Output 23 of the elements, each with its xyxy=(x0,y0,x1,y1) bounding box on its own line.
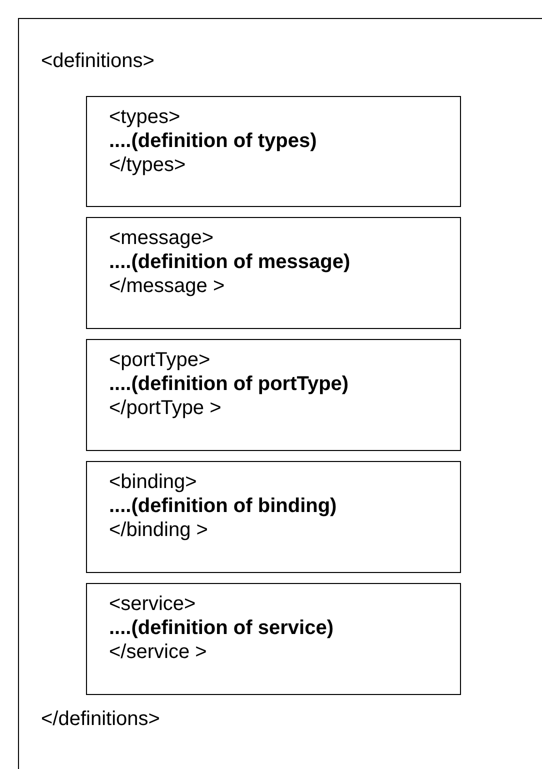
tag-text: </message > xyxy=(109,274,226,298)
tag-text: </binding > xyxy=(109,518,209,542)
element-box xyxy=(86,461,461,573)
tag-text: <message> xyxy=(109,226,215,250)
tag-text: <binding> xyxy=(109,470,198,494)
definition-text: ....(definition of message) xyxy=(109,250,350,274)
tag-text: </types> xyxy=(109,153,187,177)
tag-text: <types> xyxy=(109,105,182,129)
tag-text: <portType> xyxy=(109,348,212,372)
container-box xyxy=(18,18,542,769)
tag-text: </portType > xyxy=(109,396,222,420)
definition-text: ....(definition of binding) xyxy=(109,494,337,518)
element-box xyxy=(86,583,461,695)
definition-text: ....(definition of types) xyxy=(109,129,317,153)
element-box xyxy=(86,339,461,451)
definition-text: ....(definition of service) xyxy=(109,616,334,640)
element-box xyxy=(86,217,461,329)
definition-text: ....(definition of portType) xyxy=(109,372,349,396)
tag-text: <service> xyxy=(109,592,197,616)
tag-text: </definitions> xyxy=(41,707,160,731)
tag-text: <definitions> xyxy=(41,49,154,73)
tag-text: </service > xyxy=(109,640,208,664)
element-box xyxy=(86,96,461,207)
